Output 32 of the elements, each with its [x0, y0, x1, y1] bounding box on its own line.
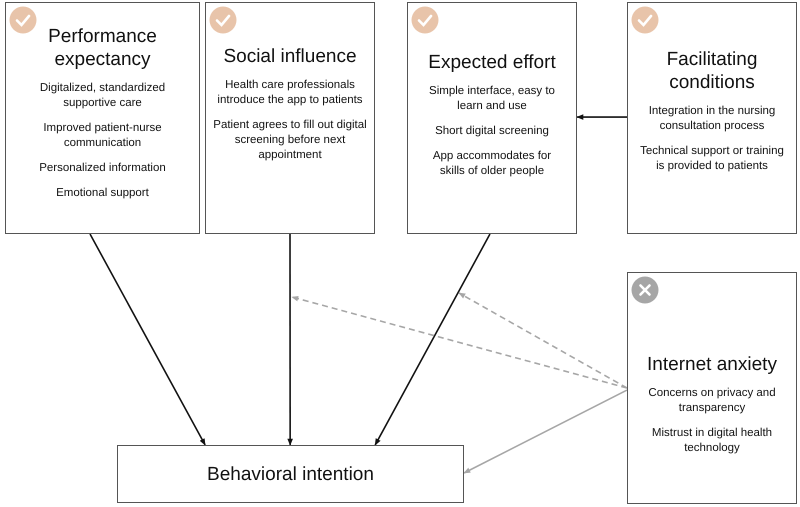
- arrow: [89, 234, 206, 446]
- factor-text: Integration in the nursing consultation process: [648, 104, 776, 134]
- arrow: [576, 114, 627, 120]
- construct-box: [5, 2, 200, 234]
- construct-title: Internet anxiety: [647, 353, 777, 376]
- factor-text: Short digital screening: [434, 124, 550, 139]
- construct-title: Behavioral intention: [206, 463, 375, 486]
- factor-text: Improved patient-nurse communication: [42, 121, 163, 151]
- construct-box: [407, 2, 577, 234]
- arrow: [287, 234, 293, 446]
- factor-text: Patient agrees to fill out digital screening before next appointment: [212, 118, 368, 163]
- arrow: [463, 389, 628, 474]
- factor-text: Simple interface, easy to learn and use: [428, 84, 556, 114]
- factor-text: Concerns on privacy and transparency: [647, 386, 777, 416]
- construct-box: [117, 445, 464, 503]
- factor-text: App accommodates for skills of older people: [432, 149, 552, 179]
- arrow: [374, 234, 491, 446]
- construct-box: [627, 272, 797, 504]
- factor-text: Digitalized, standardized supportive care: [38, 81, 166, 111]
- factor-text: Health care professionals introduce the app to patients: [216, 78, 364, 108]
- construct-box: [627, 2, 797, 234]
- construct-title: Facilitating conditions: [666, 48, 758, 94]
- arrow: [458, 292, 628, 389]
- factor-text: Emotional support: [55, 186, 150, 201]
- factor-text: Personalized information: [38, 161, 167, 176]
- factor-text: Technical support or training is provided to patients: [640, 144, 784, 174]
- construct-title: Social influence: [222, 45, 358, 68]
- factor-text: Mistrust in digital health technology: [650, 426, 774, 456]
- construct-box: [205, 2, 375, 234]
- construct-title: Performance expectancy: [47, 25, 158, 71]
- arrow: [291, 296, 628, 389]
- construct-title: Expected effort: [427, 51, 557, 74]
